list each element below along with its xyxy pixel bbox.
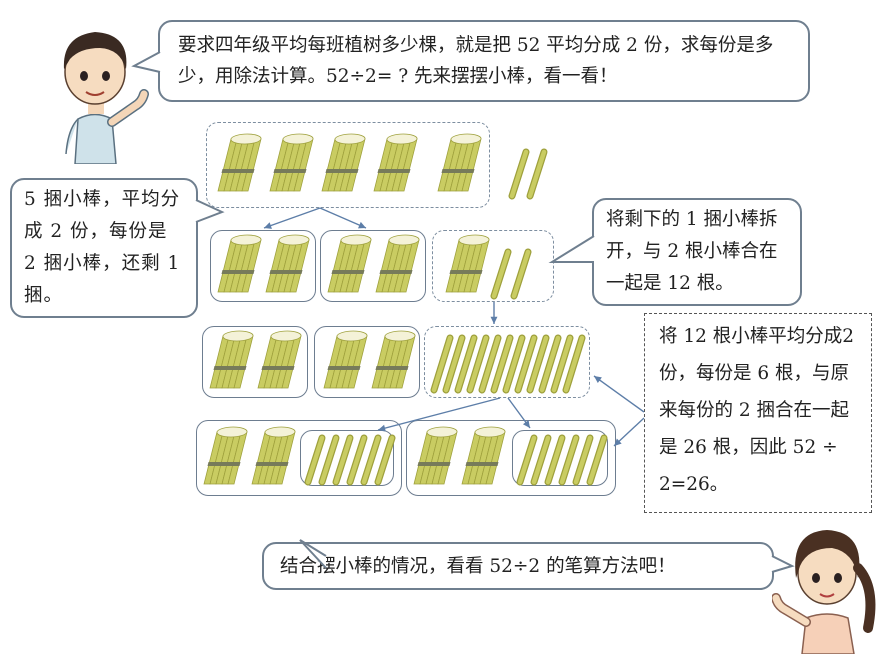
stick-bundle-icon <box>251 426 296 485</box>
bubble-tail <box>195 199 225 223</box>
girl-speech-text: 结合摆小棒的情况，看看 52÷2 的笔算方法吧！ <box>280 556 676 577</box>
stick-bundle-icon <box>209 330 254 389</box>
row3-twelve-sticks-box <box>424 326 590 398</box>
bubble-tail <box>131 51 161 73</box>
single-stick-icon <box>360 434 382 486</box>
stick-bundle-icon <box>461 426 506 485</box>
single-stick-icon <box>526 334 550 394</box>
single-stick-icon <box>544 434 566 486</box>
stick-bundle-icon <box>445 234 490 293</box>
stick-bundle-icon <box>217 234 262 293</box>
arrow-head <box>264 222 272 229</box>
explanation-box: 将 12 根小棒平均分成2 份，每份是 6 根，与原来每份的 2 捆合在一起是 … <box>644 313 872 513</box>
single-stick-icon <box>508 148 530 200</box>
single-stick-icon <box>572 434 594 486</box>
arrow-line <box>263 207 321 229</box>
arrow-head <box>358 221 366 229</box>
arrow-head <box>378 424 386 432</box>
all-sticks-group <box>206 122 490 208</box>
single-stick-icon <box>374 434 396 486</box>
single-stick-icon <box>454 334 478 394</box>
stick-bundle-icon <box>203 426 248 485</box>
bubble-tail <box>771 555 795 573</box>
single-stick-icon <box>530 434 552 486</box>
arrow-head <box>490 316 498 324</box>
single-stick-icon <box>478 334 502 394</box>
single-stick-icon <box>304 434 326 486</box>
single-stick-icon <box>318 434 340 486</box>
single-stick-icon <box>490 248 512 300</box>
stick-bundle-icon <box>323 330 368 389</box>
single-stick-icon <box>502 334 526 394</box>
stick-bundle-icon <box>321 133 366 192</box>
single-stick-icon <box>346 434 368 486</box>
stick-bundle-icon <box>375 234 420 293</box>
stick-bundle-icon <box>437 133 482 192</box>
single-stick-icon <box>558 434 580 486</box>
bubble-tail <box>548 235 595 263</box>
bubble-tail <box>299 539 327 569</box>
single-stick-icon <box>466 334 490 394</box>
single-stick-icon <box>516 434 538 486</box>
stick-bundle-icon <box>217 133 262 192</box>
girl-speech-bubble: 结合摆小棒的情况，看看 52÷2 的笔算方法吧！ <box>262 542 774 590</box>
arrow-head <box>522 420 530 428</box>
left-speech-bubble: 5 捆小棒，平均分 成 2 份，每份是 2 捆小棒，还剩 1 捆。 <box>10 178 198 318</box>
single-stick-icon <box>332 434 354 486</box>
single-stick-icon <box>442 334 466 394</box>
left-speech-text: 5 捆小棒，平均分 成 2 份，每份是 2 捆小棒，还剩 1 捆。 <box>24 189 181 306</box>
stick-bundle-icon <box>413 426 458 485</box>
stick-bundle-icon <box>371 330 416 389</box>
arrow-head <box>614 438 622 446</box>
row2-remainder-box <box>432 230 554 302</box>
girl-character-icon <box>772 530 876 654</box>
single-stick-icon <box>586 434 608 486</box>
boy-speech-bubble: 要求四年级平均每班植树多少棵，就是把 52 平均分成 2 份，求每份是多少，用除… <box>158 20 810 102</box>
single-stick-icon <box>490 334 514 394</box>
single-stick-icon <box>550 334 574 394</box>
arrow-line <box>377 397 501 431</box>
right-speech-text: 将剩下的 1 捆小棒拆开，与 2 根小棒合在一起是 12 根。 <box>606 209 778 294</box>
arrow-line <box>593 375 645 413</box>
single-stick-icon <box>526 148 548 200</box>
stick-bundle-icon <box>373 133 418 192</box>
stick-bundle-icon <box>327 234 372 293</box>
arrow-line <box>319 207 367 229</box>
right-speech-bubble: 将剩下的 1 捆小棒拆开，与 2 根小棒合在一起是 12 根。 <box>592 198 802 306</box>
single-stick-icon <box>538 334 562 394</box>
single-stick-icon <box>562 334 586 394</box>
arrow-head <box>594 376 602 384</box>
stick-bundle-icon <box>269 133 314 192</box>
stick-bundle-icon <box>265 234 310 293</box>
single-stick-icon <box>514 334 538 394</box>
single-stick-icon <box>510 248 532 300</box>
boy-speech-text: 要求四年级平均每班植树多少棵，就是把 52 平均分成 2 份，求每份是多少，用除… <box>178 35 774 87</box>
single-stick-icon <box>430 334 454 394</box>
boy-character-icon <box>63 32 149 164</box>
explanation-text: 将 12 根小棒平均分成2 份，每份是 6 根，与原来每份的 2 捆合在一起是 … <box>659 326 855 495</box>
stick-bundle-icon <box>257 330 302 389</box>
